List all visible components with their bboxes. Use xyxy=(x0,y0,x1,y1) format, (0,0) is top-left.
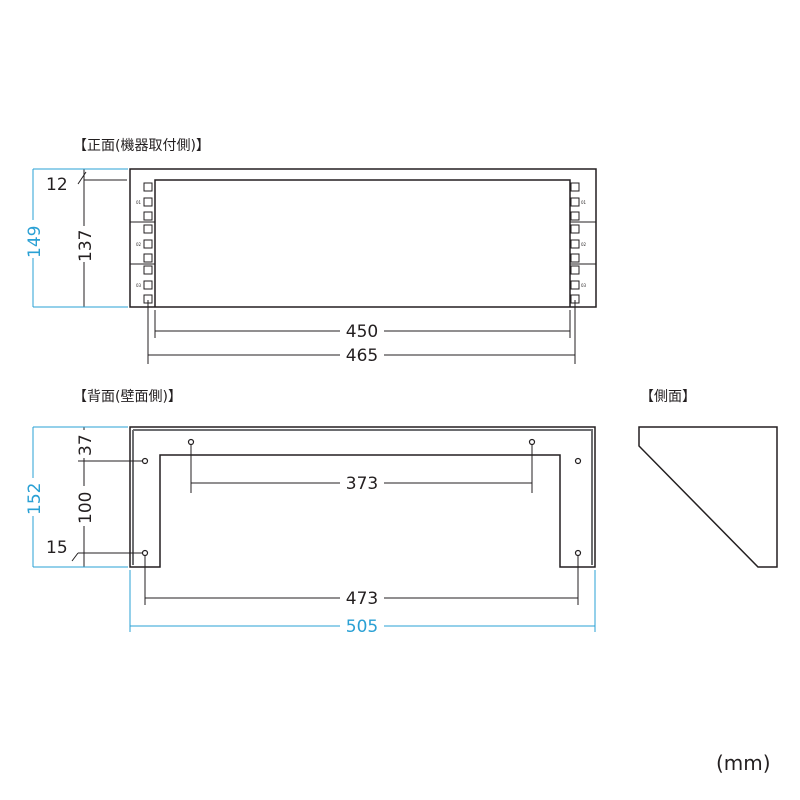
back-view-title: 【背面(壁面側)】 xyxy=(73,389,182,405)
front-panel-opening xyxy=(154,179,571,307)
mounting-hole xyxy=(574,549,582,557)
dim-15-leader xyxy=(71,552,79,562)
rail-hole xyxy=(143,280,153,290)
front-view-title: 【正面(機器取付側)】 xyxy=(73,138,210,154)
dim-505-label: 505 xyxy=(346,617,378,637)
left-unit-label-2: 02 xyxy=(136,242,142,247)
left-unit-label-3: 03 xyxy=(136,283,142,288)
left-unit-label-1: 01 xyxy=(136,200,142,205)
mounting-hole xyxy=(187,438,195,446)
front-panel-outline xyxy=(129,168,597,308)
rail-hole xyxy=(570,239,580,249)
front-view: 【正面(機器取付側)】 01 02 03 xyxy=(23,138,597,366)
mounting-hole xyxy=(528,438,536,446)
back-panel-edge-top xyxy=(133,429,593,565)
rail-hole xyxy=(143,224,153,234)
dim-12-leader xyxy=(77,171,87,185)
rail-hole xyxy=(570,253,580,263)
unit-label: (mm) xyxy=(716,751,771,775)
side-bracket-outline xyxy=(638,426,778,568)
rail-hole xyxy=(570,182,580,192)
back-overall-width-dim xyxy=(129,570,596,632)
rail-hole xyxy=(143,182,153,192)
dim-149-label: 149 xyxy=(25,226,45,258)
dim-100-label: 100 xyxy=(76,492,96,524)
back-panel-outline xyxy=(129,426,596,568)
rail-hole xyxy=(143,253,153,263)
mounting-hole xyxy=(141,549,149,557)
left-rail-holes xyxy=(143,182,153,304)
back-horizontal-dims xyxy=(144,445,579,605)
rail-hole xyxy=(570,197,580,207)
side-view-title: 【側面】 xyxy=(640,389,696,405)
rail-hole xyxy=(143,265,153,275)
back-view: 【背面(壁面側)】 37 100 15 xyxy=(23,389,596,637)
right-unit-label-2: 02 xyxy=(581,242,587,247)
back-mounting-holes xyxy=(141,438,582,557)
rail-hole xyxy=(143,211,153,221)
rail-hole xyxy=(570,224,580,234)
dim-137-label: 137 xyxy=(76,230,96,262)
dim-373-label: 373 xyxy=(346,474,378,494)
rail-hole xyxy=(570,211,580,221)
front-horizontal-dims xyxy=(147,300,576,364)
dim-473-label: 473 xyxy=(346,589,378,609)
right-unit-label-1: 01 xyxy=(581,200,587,205)
dim-137-gap xyxy=(74,226,94,262)
right-rail-holes xyxy=(570,182,580,304)
mounting-hole xyxy=(141,457,149,465)
side-view: 【側面】 xyxy=(638,389,778,568)
dim-152-label: 152 xyxy=(25,483,45,515)
dim-37-label: 37 xyxy=(76,434,96,456)
rail-hole xyxy=(570,280,580,290)
rail-hole xyxy=(570,265,580,275)
mounting-hole xyxy=(574,457,582,465)
right-unit-label-3: 03 xyxy=(581,283,587,288)
rail-hole xyxy=(143,239,153,249)
dim-450-label: 450 xyxy=(346,322,378,342)
dim-12-label: 12 xyxy=(46,175,68,195)
rail-hole xyxy=(143,197,153,207)
dim-465-label: 465 xyxy=(346,346,378,366)
dim-15-label: 15 xyxy=(46,538,68,558)
